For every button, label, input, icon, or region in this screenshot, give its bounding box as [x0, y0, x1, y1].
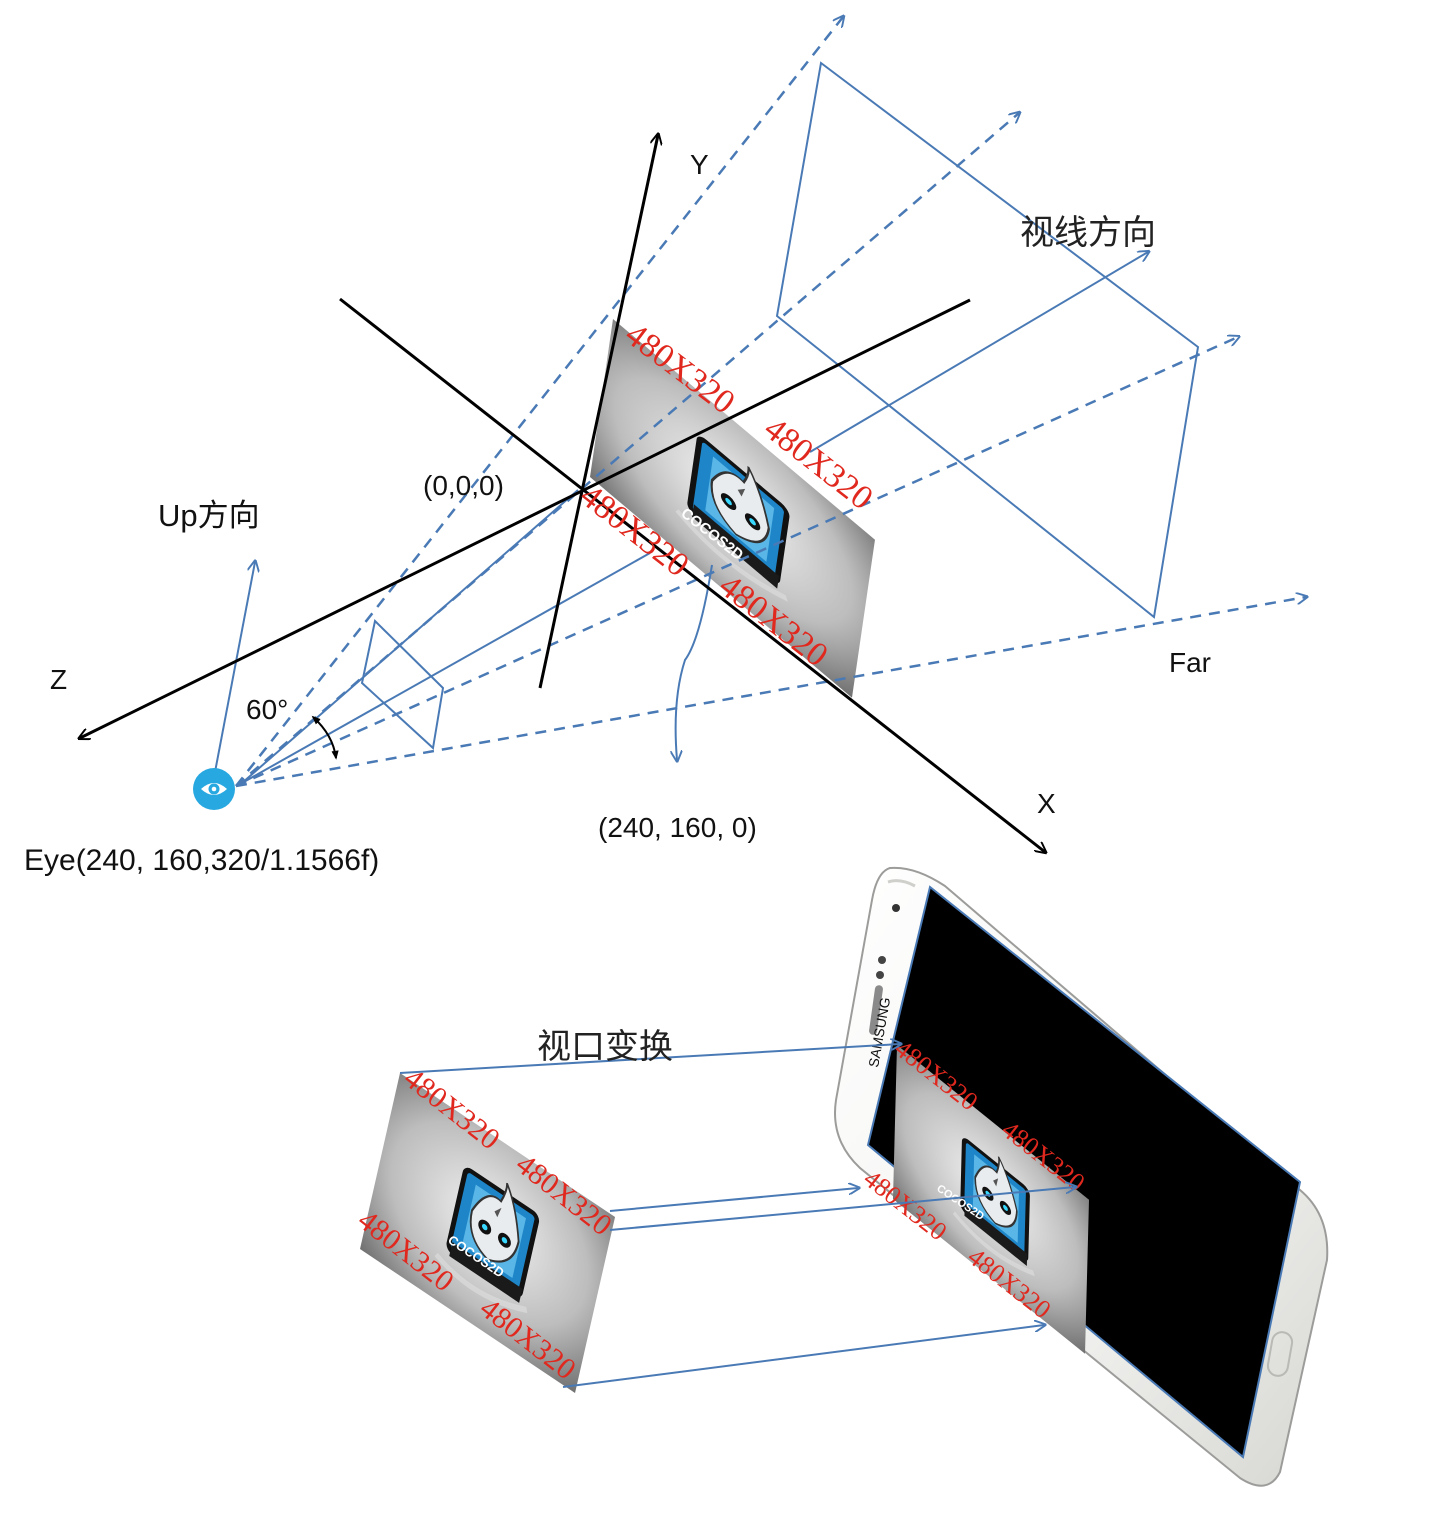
origin-label: (0,0,0) — [423, 470, 504, 501]
x-axis-label: X — [1037, 788, 1056, 819]
far-label: Far — [1169, 647, 1211, 678]
eye-icon — [193, 768, 235, 810]
frustum-dashed-lines — [236, 17, 1306, 786]
eye-label: Eye(240, 160,320/1.1566f) — [24, 844, 379, 877]
near-plane — [362, 621, 443, 748]
center-projection-arrow — [676, 565, 712, 760]
z-axis-label: Z — [50, 664, 67, 695]
line-screen-far-top — [810, 252, 1148, 452]
up-direction-label: Up方向 — [158, 498, 260, 533]
fov-label: 60° — [246, 694, 288, 725]
sight-direction-label: 视线方向 — [1020, 213, 1156, 253]
screen-center-label: (240, 160, 0) — [598, 812, 757, 843]
y-axis-label: Y — [690, 149, 709, 180]
viewport-transform-label: 视口变换 — [537, 1027, 673, 1067]
